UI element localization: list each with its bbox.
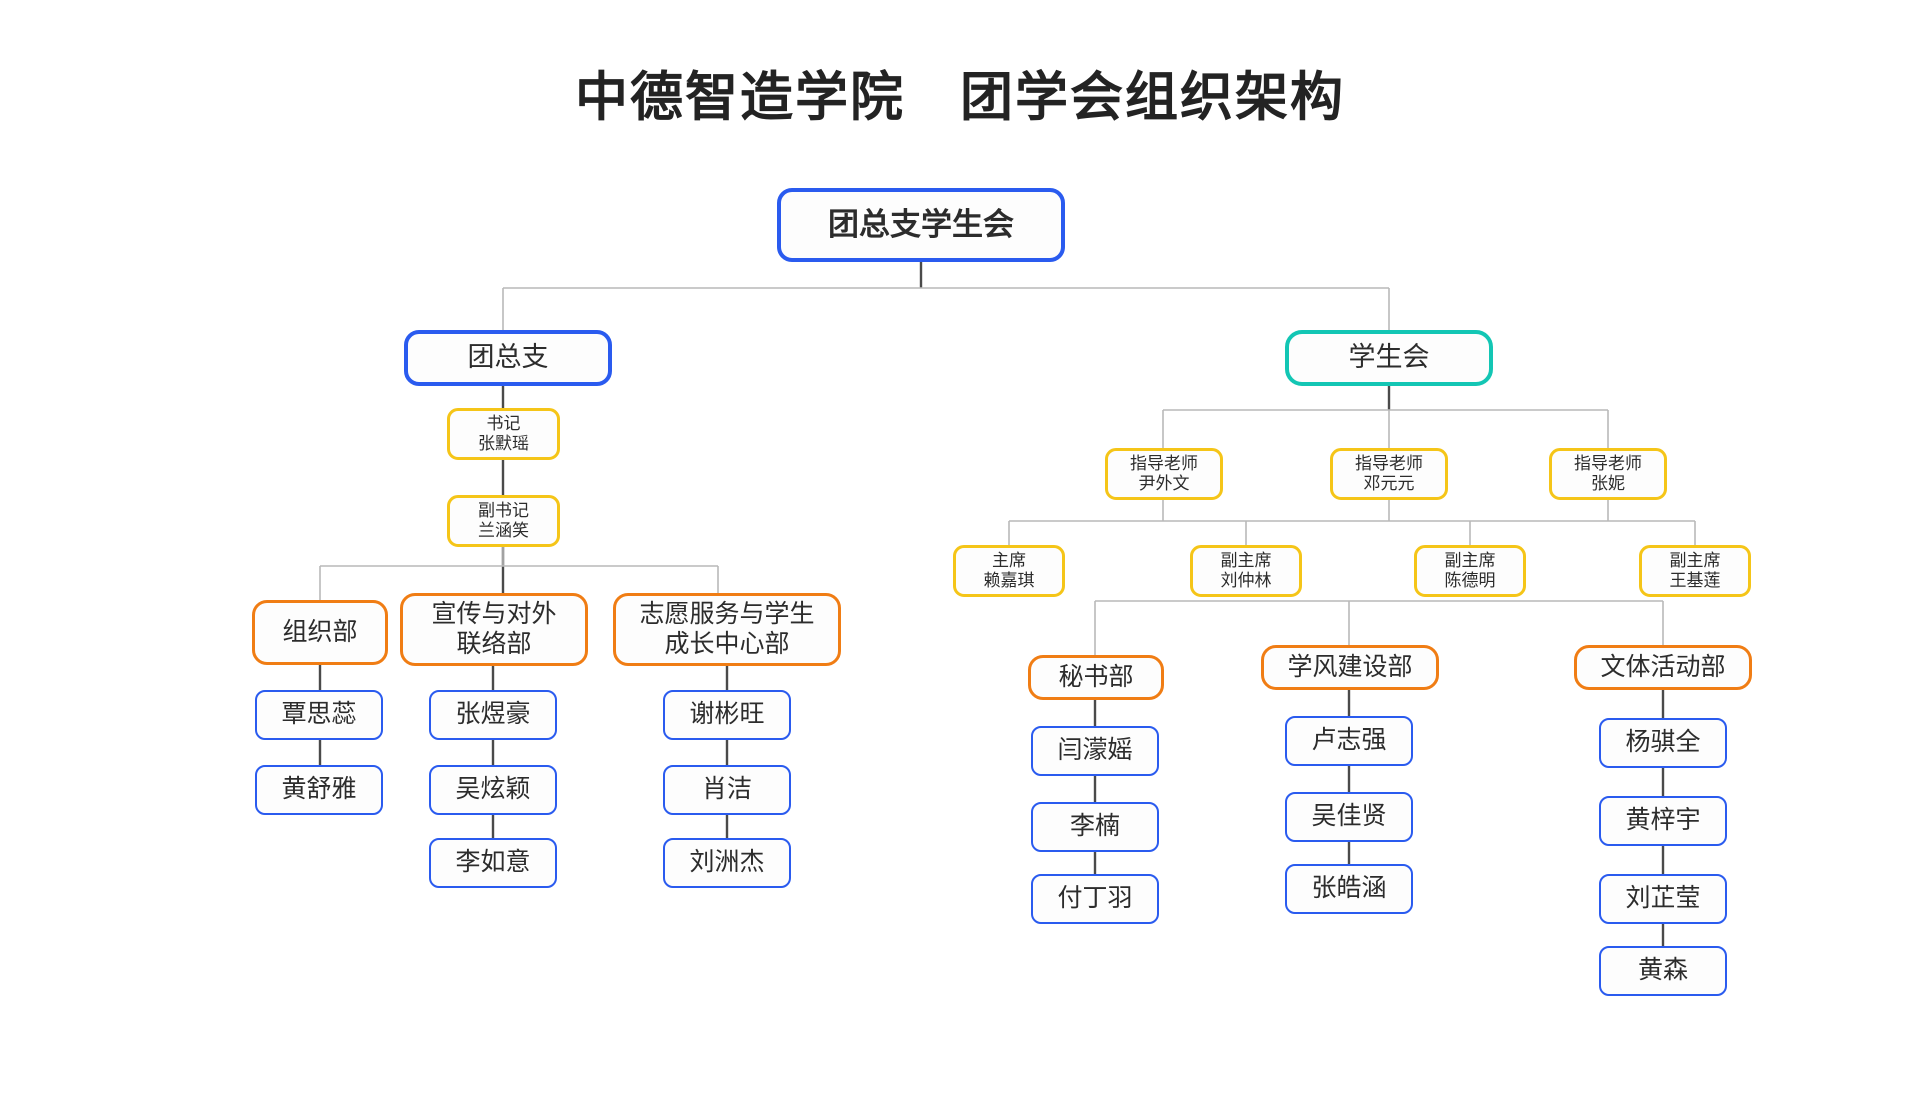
node-branch-xueshenghui[interactable]: 学生会 — [1285, 330, 1493, 386]
node-member-culture-3[interactable]: 刘芷莹 — [1599, 874, 1727, 924]
node-member-study-3[interactable]: 张皓涵 — [1285, 864, 1413, 914]
node-member-secretary-3[interactable]: 付丁羽 — [1031, 874, 1159, 924]
node-member-publicity-3[interactable]: 李如意 — [429, 838, 557, 888]
node-member-organization-2[interactable]: 黄舒雅 — [255, 765, 383, 815]
node-member-culture-1[interactable]: 杨骐全 — [1599, 718, 1727, 768]
page-title: 中德智造学院 团学会组织架构 — [575, 68, 1345, 127]
node-member-volunteer-3[interactable]: 刘洲杰 — [663, 838, 791, 888]
node-advisor-3[interactable]: 指导老师 张妮 — [1549, 448, 1667, 500]
node-member-secretary-1[interactable]: 闫濛媱 — [1031, 726, 1159, 776]
node-dept-organization[interactable]: 组织部 — [252, 600, 388, 665]
node-officer-chairman[interactable]: 主席 赖嘉琪 — [953, 545, 1065, 597]
node-member-culture-4[interactable]: 黄森 — [1599, 946, 1727, 996]
node-member-secretary-2[interactable]: 李楠 — [1031, 802, 1159, 852]
node-member-study-1[interactable]: 卢志强 — [1285, 716, 1413, 766]
node-dept-publicity[interactable]: 宣传与对外 联络部 — [400, 593, 588, 666]
node-dept-culture[interactable]: 文体活动部 — [1574, 645, 1752, 690]
node-dept-secretary[interactable]: 秘书部 — [1028, 655, 1164, 700]
node-advisor-2[interactable]: 指导老师 邓元元 — [1330, 448, 1448, 500]
node-member-publicity-1[interactable]: 张煜豪 — [429, 690, 557, 740]
node-member-organization-1[interactable]: 覃思蕊 — [255, 690, 383, 740]
node-member-publicity-2[interactable]: 吴炫颖 — [429, 765, 557, 815]
node-officer-vice-3[interactable]: 副主席 王基莲 — [1639, 545, 1751, 597]
node-dept-study[interactable]: 学风建设部 — [1261, 645, 1439, 690]
node-officer-vice-1[interactable]: 副主席 刘仲林 — [1190, 545, 1302, 597]
node-officer-vice-2[interactable]: 副主席 陈德明 — [1414, 545, 1526, 597]
node-tuan-secretary[interactable]: 书记 张默瑶 — [447, 408, 560, 460]
node-branch-tuanzongzhi[interactable]: 团总支 — [404, 330, 612, 386]
node-member-volunteer-2[interactable]: 肖洁 — [663, 765, 791, 815]
node-dept-volunteer[interactable]: 志愿服务与学生 成长中心部 — [613, 593, 841, 666]
node-member-culture-2[interactable]: 黄梓宇 — [1599, 796, 1727, 846]
node-member-volunteer-1[interactable]: 谢彬旺 — [663, 690, 791, 740]
node-member-study-2[interactable]: 吴佳贤 — [1285, 792, 1413, 842]
node-advisor-1[interactable]: 指导老师 尹外文 — [1105, 448, 1223, 500]
node-root[interactable]: 团总支学生会 — [777, 188, 1065, 262]
node-tuan-vice-secretary[interactable]: 副书记 兰涵笑 — [447, 495, 560, 547]
